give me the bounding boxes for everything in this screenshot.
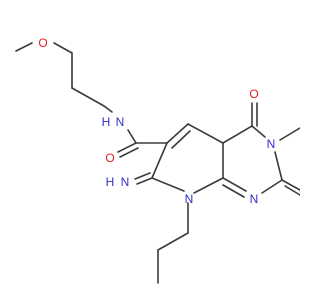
bond-n11-c10a-double bbox=[222, 184, 245, 198]
bond-n6-c11a bbox=[274, 151, 283, 181]
bond-nh-camide bbox=[127, 129, 137, 144]
atom-o-amide: O bbox=[105, 151, 114, 165]
bond-ch2-ch2b bbox=[71, 87, 105, 107]
bond-c11a-c10-double bbox=[284, 185, 300, 196]
atom-h-imino: H bbox=[106, 175, 115, 189]
bond-c11a-n11 bbox=[261, 179, 283, 194]
bond-c3-c2 bbox=[151, 142, 168, 179]
atom-o-keto: O bbox=[249, 87, 258, 101]
atom-n-ring-bridge: N bbox=[250, 192, 259, 206]
bond-camide-o-2 bbox=[119, 147, 139, 158]
bond-c4-c4a bbox=[187, 123, 224, 144]
bond-n11-c10a bbox=[222, 177, 247, 192]
atom-h-amide: H bbox=[102, 115, 111, 129]
bond-c10a-n1 bbox=[193, 177, 224, 194]
bond-o-ch2 bbox=[53, 42, 73, 54]
atom-n-ring-propyl: N bbox=[185, 192, 194, 206]
bond-camide-o-1 bbox=[117, 142, 137, 153]
atom-n-ring-pyrido: N bbox=[267, 137, 276, 151]
bond-c3-c4 bbox=[166, 123, 189, 144]
bond-c3-c4-double bbox=[171, 130, 191, 149]
bond-c11a-c10 bbox=[281, 179, 300, 191]
atom-n-amide: N bbox=[116, 115, 125, 129]
bond-propyl-2 bbox=[157, 232, 189, 251]
bond-n1-c2 bbox=[151, 177, 185, 192]
bond-methyl-o bbox=[15, 42, 33, 52]
atom-o-methoxy: O bbox=[38, 36, 47, 50]
molecule-structure: O N H O O N H N N N bbox=[15, 36, 300, 284]
bonds bbox=[15, 42, 300, 284]
bond-n6-c7 bbox=[279, 127, 300, 141]
bond-c2-nimine-1 bbox=[136, 177, 153, 185]
atom-n-imino: N bbox=[121, 175, 130, 189]
atom-labels: O N H O O N H N N N bbox=[38, 36, 275, 206]
bond-c5-n6 bbox=[251, 125, 266, 138]
bond-c4a-c5 bbox=[222, 125, 253, 144]
bond-ch2-nh bbox=[103, 105, 113, 113]
bond-c2-nimine-2 bbox=[134, 172, 151, 180]
